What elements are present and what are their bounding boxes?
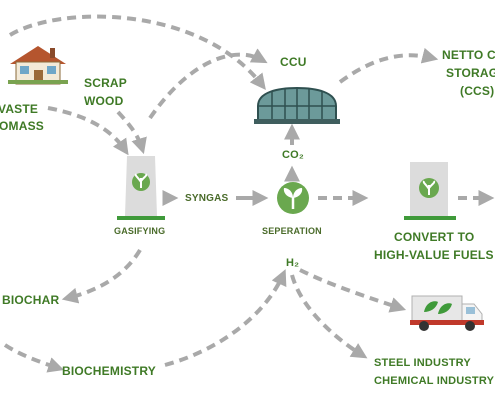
house-icon [8, 46, 68, 85]
co2-label: CO₂ [282, 149, 304, 161]
arrow-waste-to-gasifier [47, 106, 129, 156]
arrow-house-to-ccu [8, 14, 266, 91]
gasifying-label: GASIFYING [114, 226, 166, 236]
netto-storage-label-1: NETTO C [442, 48, 495, 62]
steel-industry-label-2: CHEMICAL INDUSTRY [374, 375, 495, 387]
arrow-h2-to-steel [290, 274, 368, 359]
arrow-biochemistry-to-h2 [164, 269, 287, 367]
waste-biomass-label-2: OMASS [0, 119, 45, 133]
scrap-wood-label-1: SCRAP [84, 76, 128, 90]
biochemistry-label: BIOCHEMISTRY [62, 364, 156, 378]
separation-leaf-icon [277, 182, 309, 214]
netto-storage-label-3: (CCS) [460, 84, 495, 98]
arrow-scrapwood-to-gasifier [116, 110, 147, 155]
gasifier-tower-icon [117, 156, 165, 220]
arrow-ccu-to-storage [338, 47, 439, 84]
arrow-h2-to-truck [299, 268, 407, 313]
arrow-left-to-biochemistry [3, 343, 65, 373]
scrap-wood-label-2: WOOD [84, 94, 124, 108]
waste-biomass-label-1: VASTE [0, 102, 39, 116]
greenhouse-icon [254, 86, 340, 124]
steel-industry-label-1: STEEL INDUSTRY [374, 357, 471, 369]
arrow-gasifier-to-biochar [61, 248, 142, 304]
h2-label: H₂ [286, 257, 300, 269]
biochar-label: BIOCHAR [2, 293, 60, 307]
convert-label-1: CONVERT TO [394, 230, 475, 244]
ccu-label: CCU [280, 55, 307, 69]
arrow-gasifier-to-ccu [148, 48, 268, 120]
syngas-label: SYNGAS [185, 193, 229, 204]
convert-label-2: HIGH-VALUE FUELS [374, 248, 494, 262]
delivery-truck-icon [410, 295, 484, 331]
fuel-tower-icon [404, 162, 456, 220]
netto-storage-label-2: STORAG [446, 66, 495, 80]
separation-label: SEPERATION [262, 226, 322, 236]
